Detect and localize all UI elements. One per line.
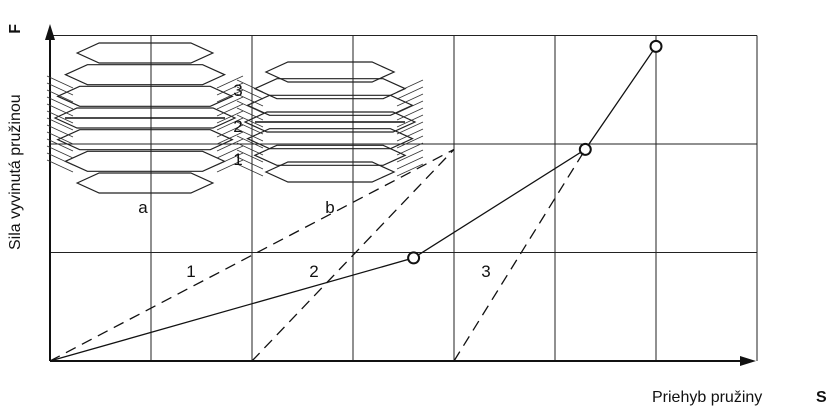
hatch-line xyxy=(216,75,244,89)
hatch-line xyxy=(46,138,74,152)
x-axis-symbol: S xyxy=(816,389,827,406)
y-axis-arrow xyxy=(45,24,55,40)
hatch-line xyxy=(216,89,244,103)
spring-disc xyxy=(246,94,414,116)
hatch-line xyxy=(236,93,264,107)
hatch-line xyxy=(216,117,244,131)
spring-disc xyxy=(243,111,417,133)
hatch-line xyxy=(236,86,264,100)
hatch-line xyxy=(46,159,74,173)
spring-disc xyxy=(75,172,215,194)
spring-illustrations: a b 3 2 1 xyxy=(46,42,424,217)
hatch-line xyxy=(46,117,74,131)
hatch-line xyxy=(236,163,264,177)
series-label-1: 1 xyxy=(186,262,195,281)
series-label-2: 2 xyxy=(309,262,318,281)
series-label-3: 3 xyxy=(481,262,490,281)
data-point-marker xyxy=(578,142,592,156)
hatch-line xyxy=(236,107,264,121)
spring-disc xyxy=(56,129,234,151)
hatch-line xyxy=(46,75,74,89)
spring-disc xyxy=(63,64,227,86)
data-point-marker xyxy=(649,39,663,53)
spring-disc xyxy=(264,61,396,83)
series-line-3 xyxy=(453,149,586,362)
spring-stack-b xyxy=(236,61,424,183)
series-layer: 1 2 3 xyxy=(49,39,663,362)
hatch-line xyxy=(396,149,424,163)
hatch-line xyxy=(216,131,244,145)
figure-label-a: a xyxy=(138,198,148,217)
hatch-line xyxy=(396,100,424,114)
hatch-line xyxy=(236,156,264,170)
x-axis-label: Priehyb pružiny xyxy=(652,389,762,406)
hatch-line xyxy=(216,152,244,166)
figure-label-b: b xyxy=(325,198,334,217)
hatch-line xyxy=(46,124,74,138)
hatch-line xyxy=(216,110,244,124)
spring-disc xyxy=(253,144,407,166)
hatch-line xyxy=(46,103,74,117)
spring-disc xyxy=(63,150,227,172)
hatch-line xyxy=(396,128,424,142)
spring-disc xyxy=(75,42,215,64)
hatch-line xyxy=(46,152,74,166)
hatch-line xyxy=(46,96,74,110)
hatch-line xyxy=(46,131,74,145)
hatch-line xyxy=(236,135,264,149)
spring-stack-a xyxy=(46,42,244,194)
hatch-line xyxy=(396,135,424,149)
hatch-line xyxy=(216,124,244,138)
hatch-line xyxy=(216,138,244,152)
hatch-line xyxy=(396,163,424,177)
spring-layer-label-1: 1 xyxy=(233,150,242,169)
hatch-line xyxy=(236,100,264,114)
x-axis-arrow xyxy=(740,356,756,366)
chart-grid xyxy=(50,35,758,361)
hatch-line xyxy=(396,93,424,107)
hatch-line xyxy=(216,145,244,159)
spring-disc xyxy=(264,161,396,183)
hatch-line xyxy=(46,110,74,124)
hatch-line xyxy=(216,96,244,110)
spring-layer-label-3: 3 xyxy=(233,81,242,100)
hatch-line xyxy=(46,145,74,159)
hatch-line xyxy=(236,114,264,128)
series-line-1 xyxy=(49,148,455,362)
hatch-line xyxy=(236,128,264,142)
spring-disc xyxy=(56,85,234,107)
hatch-line xyxy=(236,121,264,135)
hatch-line xyxy=(46,82,74,96)
hatch-line xyxy=(396,156,424,170)
y-axis-label: Sila vyvinutá pružinou xyxy=(7,94,24,250)
data-point-marker xyxy=(407,251,421,265)
hatch-line xyxy=(396,86,424,100)
hatch-line xyxy=(46,89,74,103)
hatch-line xyxy=(236,79,264,93)
y-axis-symbol: F xyxy=(7,24,24,34)
spring-disc xyxy=(53,107,237,129)
series-line-2 xyxy=(251,148,455,362)
hatch-line xyxy=(396,107,424,121)
hatch-line xyxy=(396,79,424,93)
hatch-line xyxy=(396,114,424,128)
hatch-line xyxy=(396,121,424,135)
hatch-line xyxy=(216,103,244,117)
hatch-line xyxy=(236,149,264,163)
series-line-main xyxy=(49,45,657,362)
hatch-line xyxy=(216,82,244,96)
hatch-line xyxy=(216,159,244,173)
hatch-line xyxy=(396,142,424,156)
spring-layer-label-2: 2 xyxy=(233,117,242,136)
hatch-line xyxy=(236,142,264,156)
chart-axes xyxy=(45,24,756,366)
